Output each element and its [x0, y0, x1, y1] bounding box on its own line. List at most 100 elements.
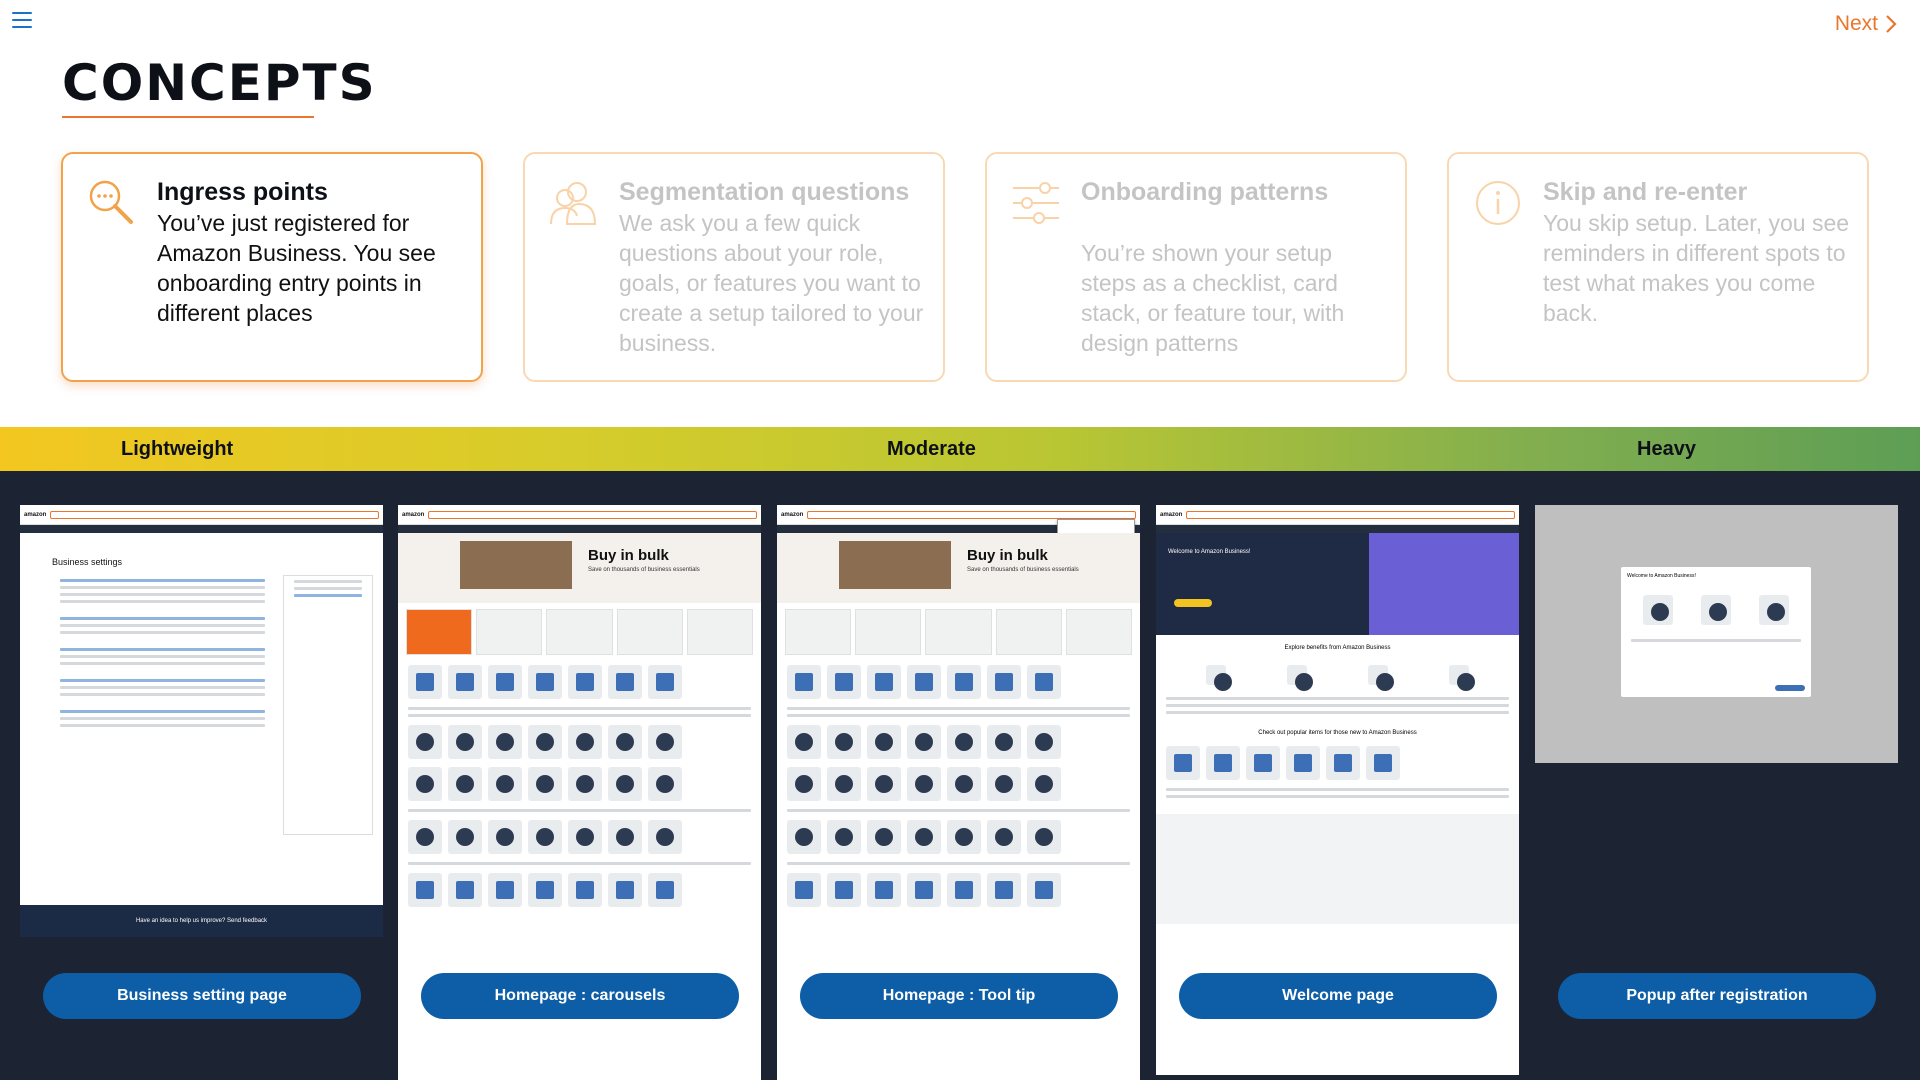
mini-product: [947, 725, 981, 759]
people-icon: [550, 182, 597, 225]
mini-product: [907, 665, 941, 699]
mini-product: [987, 873, 1021, 907]
mini-product: [408, 820, 442, 854]
caption-business-setting-page[interactable]: Business setting page: [43, 973, 361, 1019]
mini-carousel: [777, 721, 1140, 763]
mini-product: [488, 767, 522, 801]
mini-line: [60, 631, 265, 634]
scale-label-moderate: Moderate: [887, 438, 976, 460]
mini-benefit-icon: [1206, 665, 1233, 691]
card-description: You’re shown your setup steps as a check…: [1081, 240, 1345, 356]
card-onboarding-patterns[interactable]: Onboarding patterns You’re shown your se…: [985, 152, 1407, 382]
mini-carousel: [777, 869, 1140, 911]
mini-line: [294, 587, 362, 590]
mini-product: [488, 725, 522, 759]
caption-homepage-carousels[interactable]: Homepage : carousels: [421, 973, 739, 1019]
card-description: You skip setup. Later, you see reminders…: [1543, 210, 1850, 326]
mini-tile: [406, 609, 473, 655]
mini-line: [60, 648, 265, 651]
mini-product: [648, 725, 682, 759]
mini-product: [528, 820, 562, 854]
mini-line: [408, 714, 751, 717]
mini-product: [1366, 746, 1400, 780]
mini-product: [987, 665, 1021, 699]
mini-line: [60, 617, 265, 620]
mini-hero-sub: Save on thousands of business essentials: [967, 567, 1079, 573]
mini-line: [60, 662, 265, 665]
card-ingress-points[interactable]: Ingress points You’ve just registered fo…: [61, 152, 483, 382]
mini-product: [987, 725, 1021, 759]
mini-product: [827, 873, 861, 907]
mini-header: amazon: [398, 505, 761, 525]
mini-product: [907, 725, 941, 759]
mini-product: [987, 767, 1021, 801]
mini-product: [827, 820, 861, 854]
mini-header: amazon: [1156, 505, 1519, 525]
mini-product: [947, 665, 981, 699]
mini-line: [1166, 795, 1509, 798]
mini-setup-guide: [283, 575, 373, 835]
mini-product: [608, 665, 642, 699]
mini-carousel: [777, 816, 1140, 858]
mini-page-title: Business settings: [52, 557, 123, 567]
card-skip-and-re-enter[interactable]: Skip and re-enter You skip setup. Later,…: [1447, 152, 1869, 382]
mini-product: [867, 820, 901, 854]
mini-line: [787, 809, 1130, 812]
next-button[interactable]: Next: [1835, 12, 1898, 36]
mini-benefit-icon: [1448, 665, 1475, 691]
mini-product: [608, 820, 642, 854]
mini-header: amazon: [777, 505, 1140, 525]
mini-product: [1027, 665, 1061, 699]
title-underline: [62, 116, 314, 118]
mini-line: [60, 693, 265, 696]
mini-product: [787, 665, 821, 699]
mini-product: [408, 767, 442, 801]
caption-popup-after-registration[interactable]: Popup after registration: [1558, 973, 1876, 1019]
mini-product: [568, 820, 602, 854]
mini-product: [528, 665, 562, 699]
mini-search: [50, 510, 379, 519]
mini-tile: [686, 609, 754, 655]
mini-product: [867, 725, 901, 759]
card-title: Segmentation questions: [619, 178, 910, 206]
page-title: CONCEPTS: [62, 54, 377, 112]
card-segmentation-questions[interactable]: Segmentation questions We ask you a few …: [523, 152, 945, 382]
caption-welcome-page[interactable]: Welcome page: [1179, 973, 1497, 1019]
caption-homepage-tooltip[interactable]: Homepage : Tool tip: [800, 973, 1118, 1019]
mini-tile: [476, 609, 543, 655]
mini-product: [568, 665, 602, 699]
weight-scale-band: [0, 427, 1920, 471]
mini-popup-illustration: [1759, 595, 1789, 625]
mini-line: [294, 580, 362, 583]
mini-product: [568, 873, 602, 907]
mini-product: [448, 767, 482, 801]
mini-logo: amazon: [402, 511, 425, 518]
mini-line: [408, 809, 751, 812]
mini-line: [1166, 788, 1509, 791]
mini-product: [448, 820, 482, 854]
mini-product: [867, 767, 901, 801]
mini-line: [60, 679, 265, 682]
mini-line: [60, 600, 265, 603]
mini-product: [1246, 746, 1280, 780]
mini-tiles: [398, 603, 761, 661]
mini-line: [787, 714, 1130, 717]
mini-settings-list: [50, 575, 275, 835]
mini-product: [907, 820, 941, 854]
mini-header: amazon: [20, 505, 383, 525]
mini-product: [1326, 746, 1360, 780]
mini-product: [608, 873, 642, 907]
mini-line: [408, 707, 751, 710]
mini-product: [648, 873, 682, 907]
menu-icon[interactable]: [12, 12, 32, 30]
mini-product: [867, 873, 901, 907]
mini-welcome-button: [1174, 599, 1212, 607]
mini-benefit-icon: [1287, 665, 1314, 691]
mini-product: [448, 873, 482, 907]
screenshot-business-settings[interactable]: amazon Business settings Have an idea to…: [20, 505, 383, 937]
mini-carousel: [777, 661, 1140, 703]
screenshot-popup[interactable]: Welcome to Amazon Business!: [1535, 505, 1898, 763]
mini-product: [528, 873, 562, 907]
mini-popup-illustrations: [1621, 585, 1811, 635]
